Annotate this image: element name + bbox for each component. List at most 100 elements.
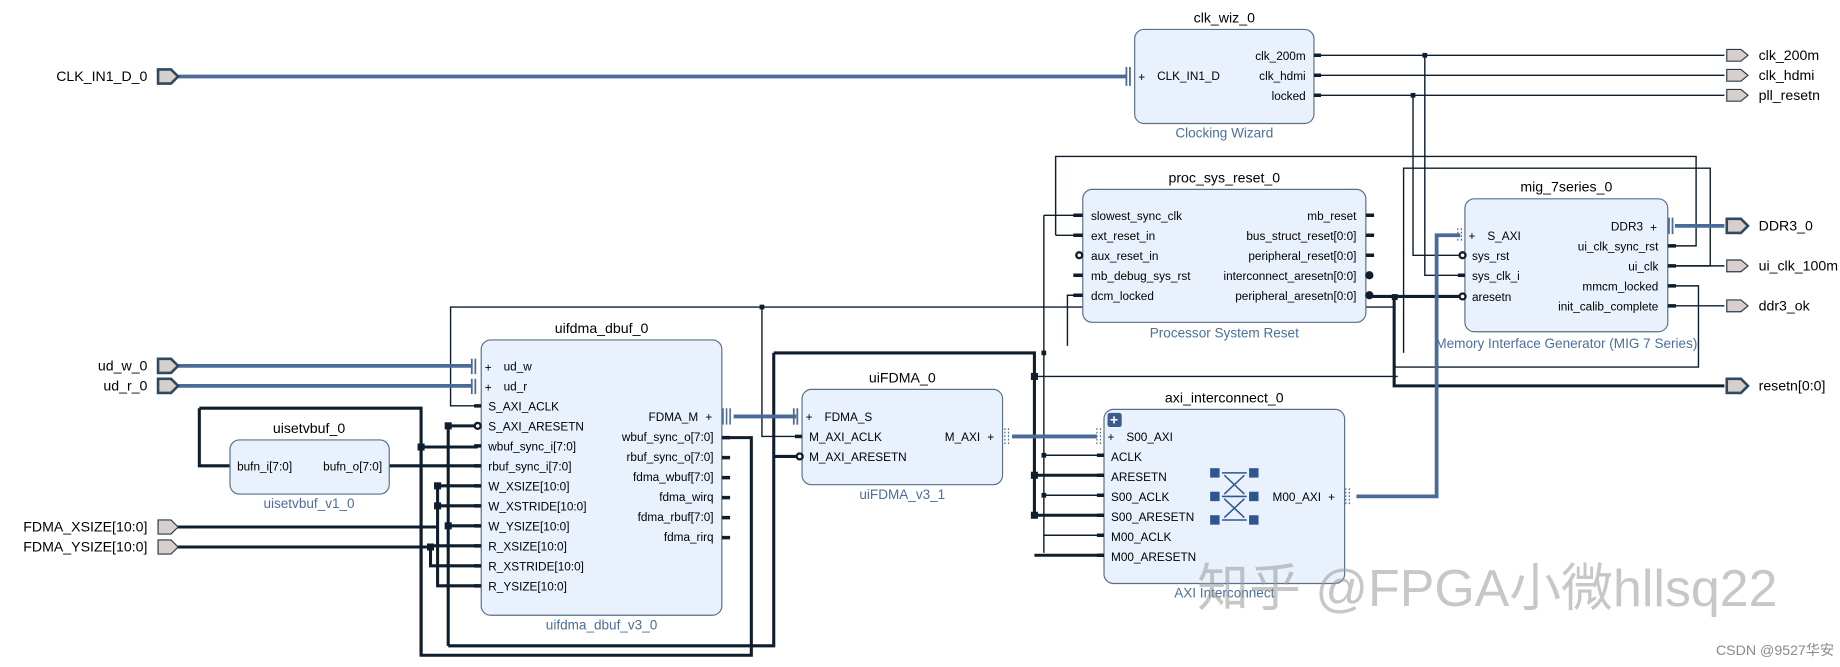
- pin-label: S00_ARESETN: [1111, 511, 1194, 524]
- block-uifdma-dbuf-0[interactable]: uifdma_dbuf_0 + + ud_w ud_r S_AXI_ACLK S…: [470, 320, 731, 632]
- block-axi-interconnect-0[interactable]: axi_interconnect_0 + + S00_AXI ACLK ARES…: [1096, 389, 1350, 601]
- port-label: clk_200m: [1759, 47, 1820, 63]
- external-input-fdma-ysize[interactable]: FDMA_YSIZE[10:0]: [23, 539, 179, 555]
- pin-label: aux_reset_in: [1091, 250, 1158, 263]
- bus-interface-icon: [1668, 217, 1674, 235]
- external-output-ddr3-0[interactable]: DDR3_0: [1725, 217, 1813, 235]
- block-proc-sys-reset-0[interactable]: proc_sys_reset_0 slowest_sync_clk ext_re…: [1073, 169, 1375, 341]
- external-output-ddr3-ok[interactable]: ddr3_ok: [1726, 298, 1811, 314]
- plus-icon[interactable]: +: [485, 362, 492, 375]
- block-type-label: uisetvbuf_v1_0: [263, 496, 354, 511]
- port-arrow-icon: [1726, 68, 1749, 82]
- pin-label: rbuf_sync_i[7:0]: [488, 461, 571, 474]
- external-output-clk-200m[interactable]: clk_200m: [1726, 47, 1820, 63]
- block-type-label: Clocking Wizard: [1175, 126, 1273, 141]
- pin-label: locked: [1272, 90, 1306, 103]
- thick-nets: [176, 294, 1725, 657]
- external-input-fdma-xsize[interactable]: FDMA_XSIZE[10:0]: [23, 519, 179, 535]
- port-label: FDMA_XSIZE[10:0]: [23, 519, 147, 535]
- block-type-label: uifdma_dbuf_v3_0: [546, 617, 657, 632]
- pin-label: FDMA_S: [824, 411, 872, 424]
- port-arrow-icon: [1726, 48, 1749, 62]
- external-output-pll-resetn[interactable]: pll_resetn: [1726, 87, 1820, 103]
- block-instance-name: proc_sys_reset_0: [1168, 169, 1280, 185]
- plus-icon[interactable]: +: [806, 411, 813, 424]
- pin-label: bufn_i[7:0]: [237, 461, 292, 474]
- pin-label: DDR3: [1611, 221, 1644, 234]
- port-label: ud_w_0: [98, 358, 148, 374]
- plus-icon[interactable]: +: [1468, 230, 1475, 243]
- port-arrow-icon: [1726, 259, 1749, 273]
- expand-icon[interactable]: [1107, 412, 1122, 428]
- active-low-icon: [1458, 251, 1467, 260]
- port-label: CLK_IN1_D_0: [56, 68, 147, 84]
- port-label: resetn[0:0]: [1759, 378, 1826, 394]
- port-label: ddr3_ok: [1759, 298, 1811, 314]
- pin-label: ud_w: [504, 361, 533, 374]
- pin-label: W_XSTRIDE[10:0]: [488, 501, 586, 514]
- plus-icon[interactable]: +: [1138, 71, 1145, 84]
- pin-label: clk_200m: [1255, 50, 1306, 63]
- pin-label: ui_clk: [1628, 261, 1658, 274]
- block-uifdma-0[interactable]: uiFDMA_0 + FDMA_S M_AXI_ACLK M_AXI_ARESE…: [792, 369, 1010, 502]
- active-low-icon: [795, 452, 804, 461]
- pin-label: peripheral_aresetn[0:0]: [1235, 290, 1356, 303]
- bus-interface-icon: [722, 408, 731, 425]
- pin-label: W_XSIZE[10:0]: [488, 481, 569, 494]
- external-output-ui-clk-100m[interactable]: ui_clk_100m: [1726, 258, 1838, 274]
- pin-label: fdma_wirq: [659, 491, 713, 504]
- block-instance-name: uifdma_dbuf_0: [555, 320, 649, 336]
- plus-icon[interactable]: +: [485, 382, 492, 395]
- pin-label: mb_reset: [1307, 210, 1357, 223]
- pin-label: init_calib_complete: [1558, 301, 1659, 314]
- pin-label: M_AXI: [945, 431, 980, 444]
- port-label: pll_resetn: [1759, 87, 1820, 103]
- pin-label: S00_ACLK: [1111, 491, 1169, 504]
- pin-label: interconnect_aresetn[0:0]: [1223, 270, 1356, 283]
- bus-interface-icon: [1096, 428, 1102, 445]
- pin-label: fdma_rirq: [664, 531, 714, 544]
- plus-icon[interactable]: +: [705, 411, 712, 424]
- pin-label: W_YSIZE[10:0]: [488, 521, 569, 534]
- pin-label: S_AXI_ACLK: [488, 401, 559, 414]
- block-instance-name: uisetvbuf_0: [273, 420, 345, 436]
- external-output-clk-hdmi[interactable]: clk_hdmi: [1726, 67, 1815, 83]
- pin-label: ud_r: [504, 381, 528, 394]
- bus-interface-icon: [1125, 67, 1131, 86]
- port-arrow-icon: [1725, 217, 1750, 235]
- pin-label: sys_clk_i: [1472, 270, 1520, 283]
- port-arrow-icon: [1726, 88, 1749, 102]
- pin-label: slowest_sync_clk: [1091, 210, 1182, 223]
- external-input-ud-r-0[interactable]: ud_r_0: [103, 377, 180, 395]
- pin-label: R_YSIZE[10:0]: [488, 581, 567, 594]
- port-arrow-icon: [1726, 299, 1749, 313]
- pin-label: S_AXI_ARESETN: [488, 421, 584, 434]
- pin-label: bufn_o[7:0]: [323, 461, 382, 474]
- port-arrow-icon: [156, 357, 180, 375]
- port-arrow-icon: [157, 539, 179, 555]
- plus-icon[interactable]: +: [1108, 431, 1115, 444]
- external-input-ud-w-0[interactable]: ud_w_0: [98, 357, 180, 375]
- active-low-icon: [1365, 271, 1374, 280]
- block-instance-name: axi_interconnect_0: [1165, 389, 1284, 405]
- bus-interface-icon: [792, 408, 799, 425]
- port-label: DDR3_0: [1759, 218, 1813, 234]
- block-instance-name: clk_wiz_0: [1194, 9, 1255, 25]
- plus-icon[interactable]: +: [1328, 491, 1335, 504]
- block-instance-name: mig_7series_0: [1520, 179, 1612, 195]
- plus-icon[interactable]: +: [1650, 222, 1657, 235]
- pin-label: aresetn: [1472, 291, 1511, 304]
- external-output-resetn[interactable]: resetn[0:0]: [1725, 377, 1826, 395]
- block-instance-name: uiFDMA_0: [869, 369, 936, 385]
- block-clk-wiz-0[interactable]: clk_wiz_0 + CLK_IN1_D clk_200m clk_hdmi …: [1125, 9, 1322, 141]
- block-mig-7series-0[interactable]: mig_7series_0 + S_AXI sys_rst sys_clk_i …: [1435, 179, 1697, 351]
- crossbar-icon: [1210, 468, 1259, 525]
- external-input-clk-in1-d-0[interactable]: CLK_IN1_D_0: [56, 68, 180, 85]
- pin-label: fdma_wbuf[7:0]: [633, 471, 714, 484]
- port-label: FDMA_YSIZE[10:0]: [23, 539, 147, 555]
- pin-label: wbuf_sync_o[7:0]: [621, 431, 714, 444]
- plus-icon[interactable]: +: [987, 431, 994, 444]
- block-uisetvbuf-0[interactable]: uisetvbuf_0 bufn_i[7:0] bufn_o[7:0] uise…: [229, 420, 390, 511]
- pin-label: ARESETN: [1111, 471, 1167, 484]
